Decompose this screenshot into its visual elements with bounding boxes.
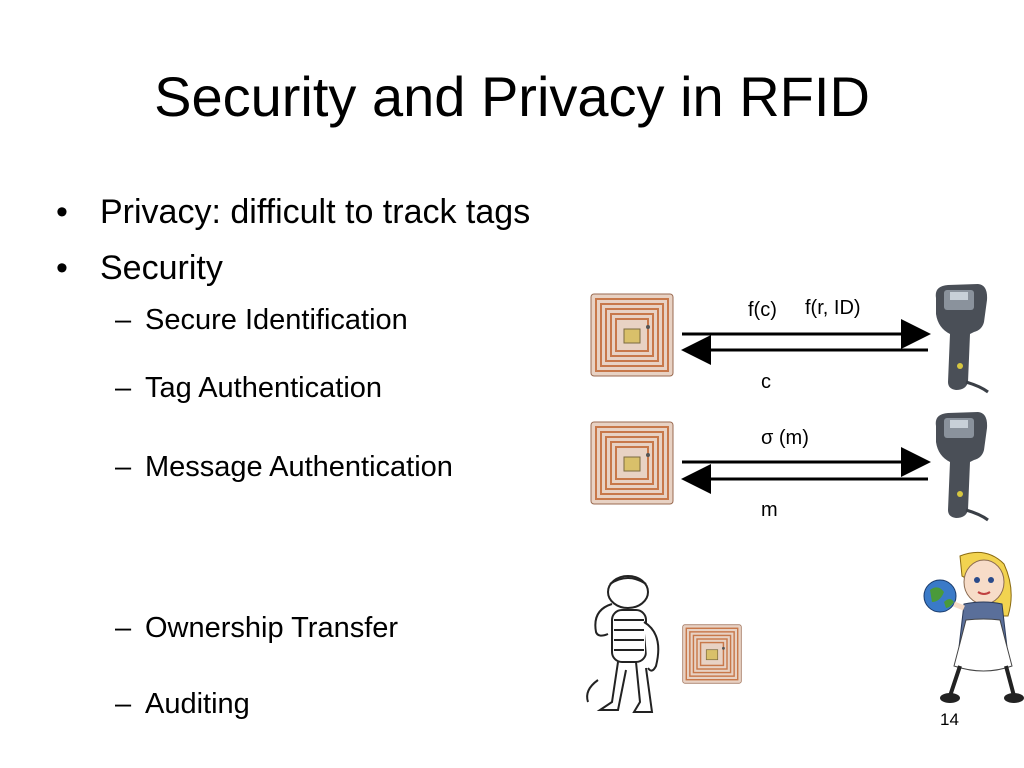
rfid-tag-icon (590, 421, 674, 505)
subbullet-text: Secure Identification (145, 304, 408, 336)
slide-title: Security and Privacy in RFID (154, 65, 870, 128)
subbullet-text: Message Authentication (145, 451, 453, 483)
rfid-reader-icon (935, 284, 989, 394)
subbullet-auditing: – Auditing (115, 687, 250, 721)
label-sigma-m: σ (m) (761, 427, 809, 449)
rfid-tag-icon (682, 624, 742, 684)
subbullet-marker: – (115, 612, 132, 644)
subbullet-tag-authentication: – Tag Authentication (115, 371, 383, 405)
subbullet-text: Ownership Transfer (145, 612, 399, 644)
bullet-marker: • (56, 249, 68, 287)
page-number: 14 (940, 710, 959, 729)
subbullet-secure-identification: – Secure Identification (115, 303, 408, 337)
alice-cartoon-icon (923, 551, 1024, 703)
subbullet-marker: – (115, 372, 132, 404)
subbullet-text: Tag Authentication (145, 372, 383, 404)
subbullet-marker: – (115, 304, 132, 336)
subbullet-text: Auditing (145, 688, 250, 720)
bullet-marker: • (56, 193, 68, 231)
subbullet-marker: – (115, 688, 132, 720)
label-m: m (761, 499, 778, 521)
subbullet-marker: – (115, 451, 132, 483)
bullet-text: Privacy: difficult to track tags (100, 193, 531, 231)
thief-cartoon-icon (586, 575, 660, 713)
bullet-text: Security (100, 249, 223, 287)
subbullet-message-authentication: – Message Authentication (115, 450, 453, 484)
rfid-reader-icon (935, 412, 989, 522)
subbullet-ownership-transfer: – Ownership Transfer (115, 611, 399, 645)
label-fc: f(c) (748, 299, 777, 321)
rfid-tag-icon (590, 293, 674, 377)
label-c: c (761, 371, 771, 393)
bullet-privacy: • Privacy: difficult to track tags (56, 192, 531, 232)
label-fr-id: f(r, ID) (805, 297, 861, 319)
bullet-security: • Security (56, 248, 223, 288)
